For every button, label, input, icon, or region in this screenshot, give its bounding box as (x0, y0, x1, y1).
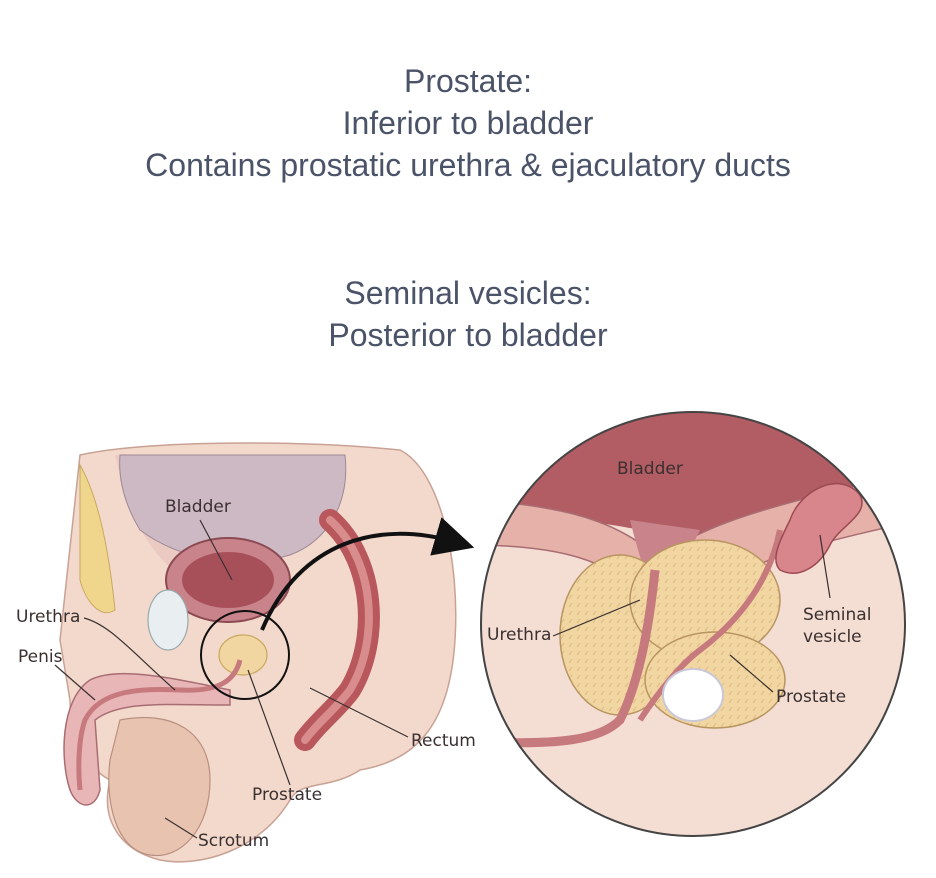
scrotum-shape (108, 716, 211, 857)
leader-lines (54, 519, 831, 839)
leader-right-seminal (819, 534, 831, 599)
magnify-arrow (260, 517, 475, 631)
rectum-inner (301, 516, 373, 744)
magnified-view (480, 411, 906, 837)
penis-shaft (63, 672, 231, 806)
left-prostate (218, 634, 268, 676)
leader-right-prostate (729, 654, 774, 693)
pubic-fat (79, 463, 116, 613)
label-left-prostate: Prostate (252, 785, 322, 805)
leader-left-scrotum (164, 817, 198, 839)
label-left-scrotum: Scrotum (198, 831, 269, 851)
seminal-vesicle-right (775, 483, 863, 574)
seminal-vesicles-heading-line-2: Posterior to bladder (328, 317, 608, 353)
leader-left-bladder (199, 519, 233, 581)
prostatic-stone (662, 668, 724, 722)
prostate-heading-line-3: Contains prostatic urethra & ejaculatory… (145, 147, 791, 183)
leader-right-urethra (552, 599, 641, 637)
leader-left-penis (54, 664, 96, 701)
sagittal-section (59, 442, 457, 863)
pubic-bone (147, 589, 189, 651)
prostate-heading-line-1: Prostate: (403, 63, 533, 99)
label-left-rectum: Rectum (411, 731, 476, 751)
label-right-urethra: Urethra (487, 625, 551, 645)
label-right-prostate: Prostate (776, 687, 846, 707)
label-right-seminal-line2: vesicle (803, 627, 862, 647)
label-left-bladder: Bladder (165, 497, 231, 517)
prostatic-urethra (481, 569, 660, 748)
seminal-vesicles-heading-line-1: Seminal vesicles: (344, 275, 592, 311)
ejaculatory-duct (637, 529, 783, 722)
seminal-vesicles-heading: Seminal vesicles: Posterior to bladder (0, 272, 936, 356)
left-urethra (76, 659, 243, 791)
left-bladder-lumen (182, 552, 274, 608)
zoom-circle-marker (200, 610, 290, 700)
prostate-heading: Prostate: Inferior to bladder Contains p… (0, 60, 936, 186)
label-right-seminal-line1: Seminal (803, 605, 871, 625)
label-left-penis: Penis (18, 647, 63, 667)
label-left-urethra: Urethra (16, 607, 80, 627)
label-right-bladder: Bladder (617, 459, 683, 479)
leader-left-rectum (309, 687, 409, 738)
leader-left-prostate (247, 669, 291, 786)
prostate-heading-line-2: Inferior to bladder (342, 105, 594, 141)
leader-left-urethra (83, 617, 176, 691)
